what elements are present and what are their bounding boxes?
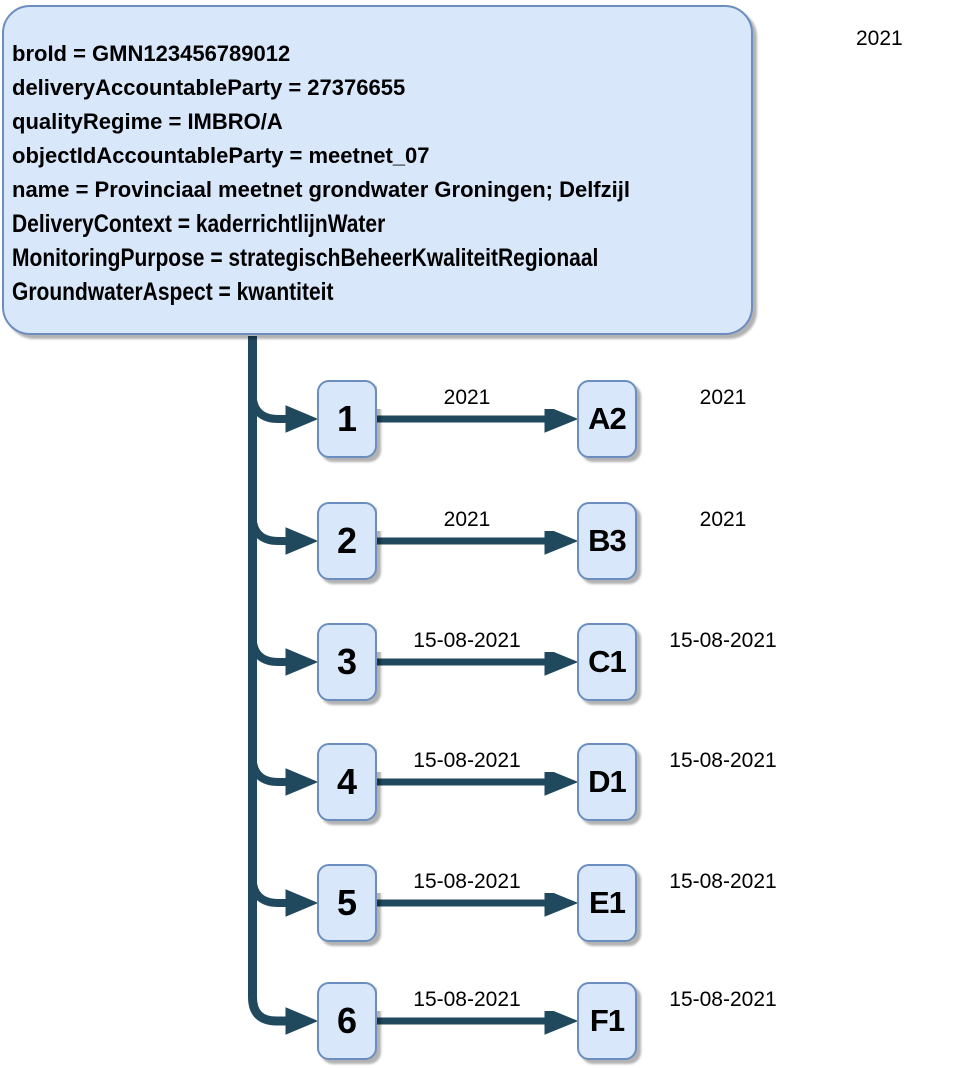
monitoring-row-6: 6 15-08-2021 F1 15-08-2021 <box>0 982 960 1060</box>
row-date-label: 15-08-2021 <box>669 749 777 772</box>
edge-date-label: 15-08-2021 <box>377 630 557 652</box>
row-date-label: 15-08-2021 <box>669 988 777 1011</box>
year-label-top: 2021 <box>856 27 903 50</box>
sequence-node: 1 <box>317 380 377 458</box>
edge-date-label: 15-08-2021 <box>377 750 557 772</box>
measuring-point-node: E1 <box>577 864 637 942</box>
gmn-attr-quality-regime: qualityRegime = IMBRO/A <box>12 109 283 134</box>
gmn-attr-monitoring-purpose: MonitoringPurpose = strategischBeheerKwa… <box>12 244 599 272</box>
gmn-info-text: broId = GMN123456789012 deliveryAccounta… <box>12 37 710 309</box>
monitoring-row-1: 1 2021 A2 2021 <box>0 380 960 458</box>
measuring-point-node: D1 <box>577 743 637 821</box>
row-date-label: 2021 <box>699 508 747 531</box>
sequence-node: 3 <box>317 623 377 701</box>
sequence-node: 2 <box>317 502 377 580</box>
sequence-node: 5 <box>317 864 377 942</box>
gmn-attr-groundwater-aspect: GroundwaterAspect = kwantiteit <box>12 278 334 306</box>
measuring-point-node: C1 <box>577 623 637 701</box>
gmn-attr-object-id: objectIdAccountableParty = meetnet_07 <box>12 143 430 168</box>
gmn-info-box: broId = GMN123456789012 deliveryAccounta… <box>2 5 753 335</box>
measuring-point-node: F1 <box>577 982 637 1060</box>
row-date-label: 15-08-2021 <box>669 629 777 652</box>
monitoring-row-5: 5 15-08-2021 E1 15-08-2021 <box>0 864 960 942</box>
gmn-attr-broid: broId = GMN123456789012 <box>12 41 291 66</box>
gmn-attr-delivery-party: deliveryAccountableParty = 27376655 <box>12 75 406 100</box>
edge-date-label: 2021 <box>377 509 557 531</box>
row-date-label: 15-08-2021 <box>669 870 777 893</box>
sequence-node: 4 <box>317 743 377 821</box>
edge-date-label: 15-08-2021 <box>377 989 557 1011</box>
sequence-node: 6 <box>317 982 377 1060</box>
gmn-attr-delivery-context: DeliveryContext = kaderrichtlijnWater <box>12 210 386 238</box>
monitoring-row-3: 3 15-08-2021 C1 15-08-2021 <box>0 623 960 701</box>
measuring-point-node: A2 <box>577 380 637 458</box>
edge-date-label: 2021 <box>377 387 557 409</box>
gmn-attr-name: name = Provinciaal meetnet grondwater Gr… <box>12 177 630 202</box>
edge-date-label: 15-08-2021 <box>377 871 557 893</box>
monitoring-row-4: 4 15-08-2021 D1 15-08-2021 <box>0 743 960 821</box>
row-date-label: 2021 <box>699 386 747 409</box>
measuring-point-node: B3 <box>577 502 637 580</box>
monitoring-row-2: 2 2021 B3 2021 <box>0 502 960 580</box>
